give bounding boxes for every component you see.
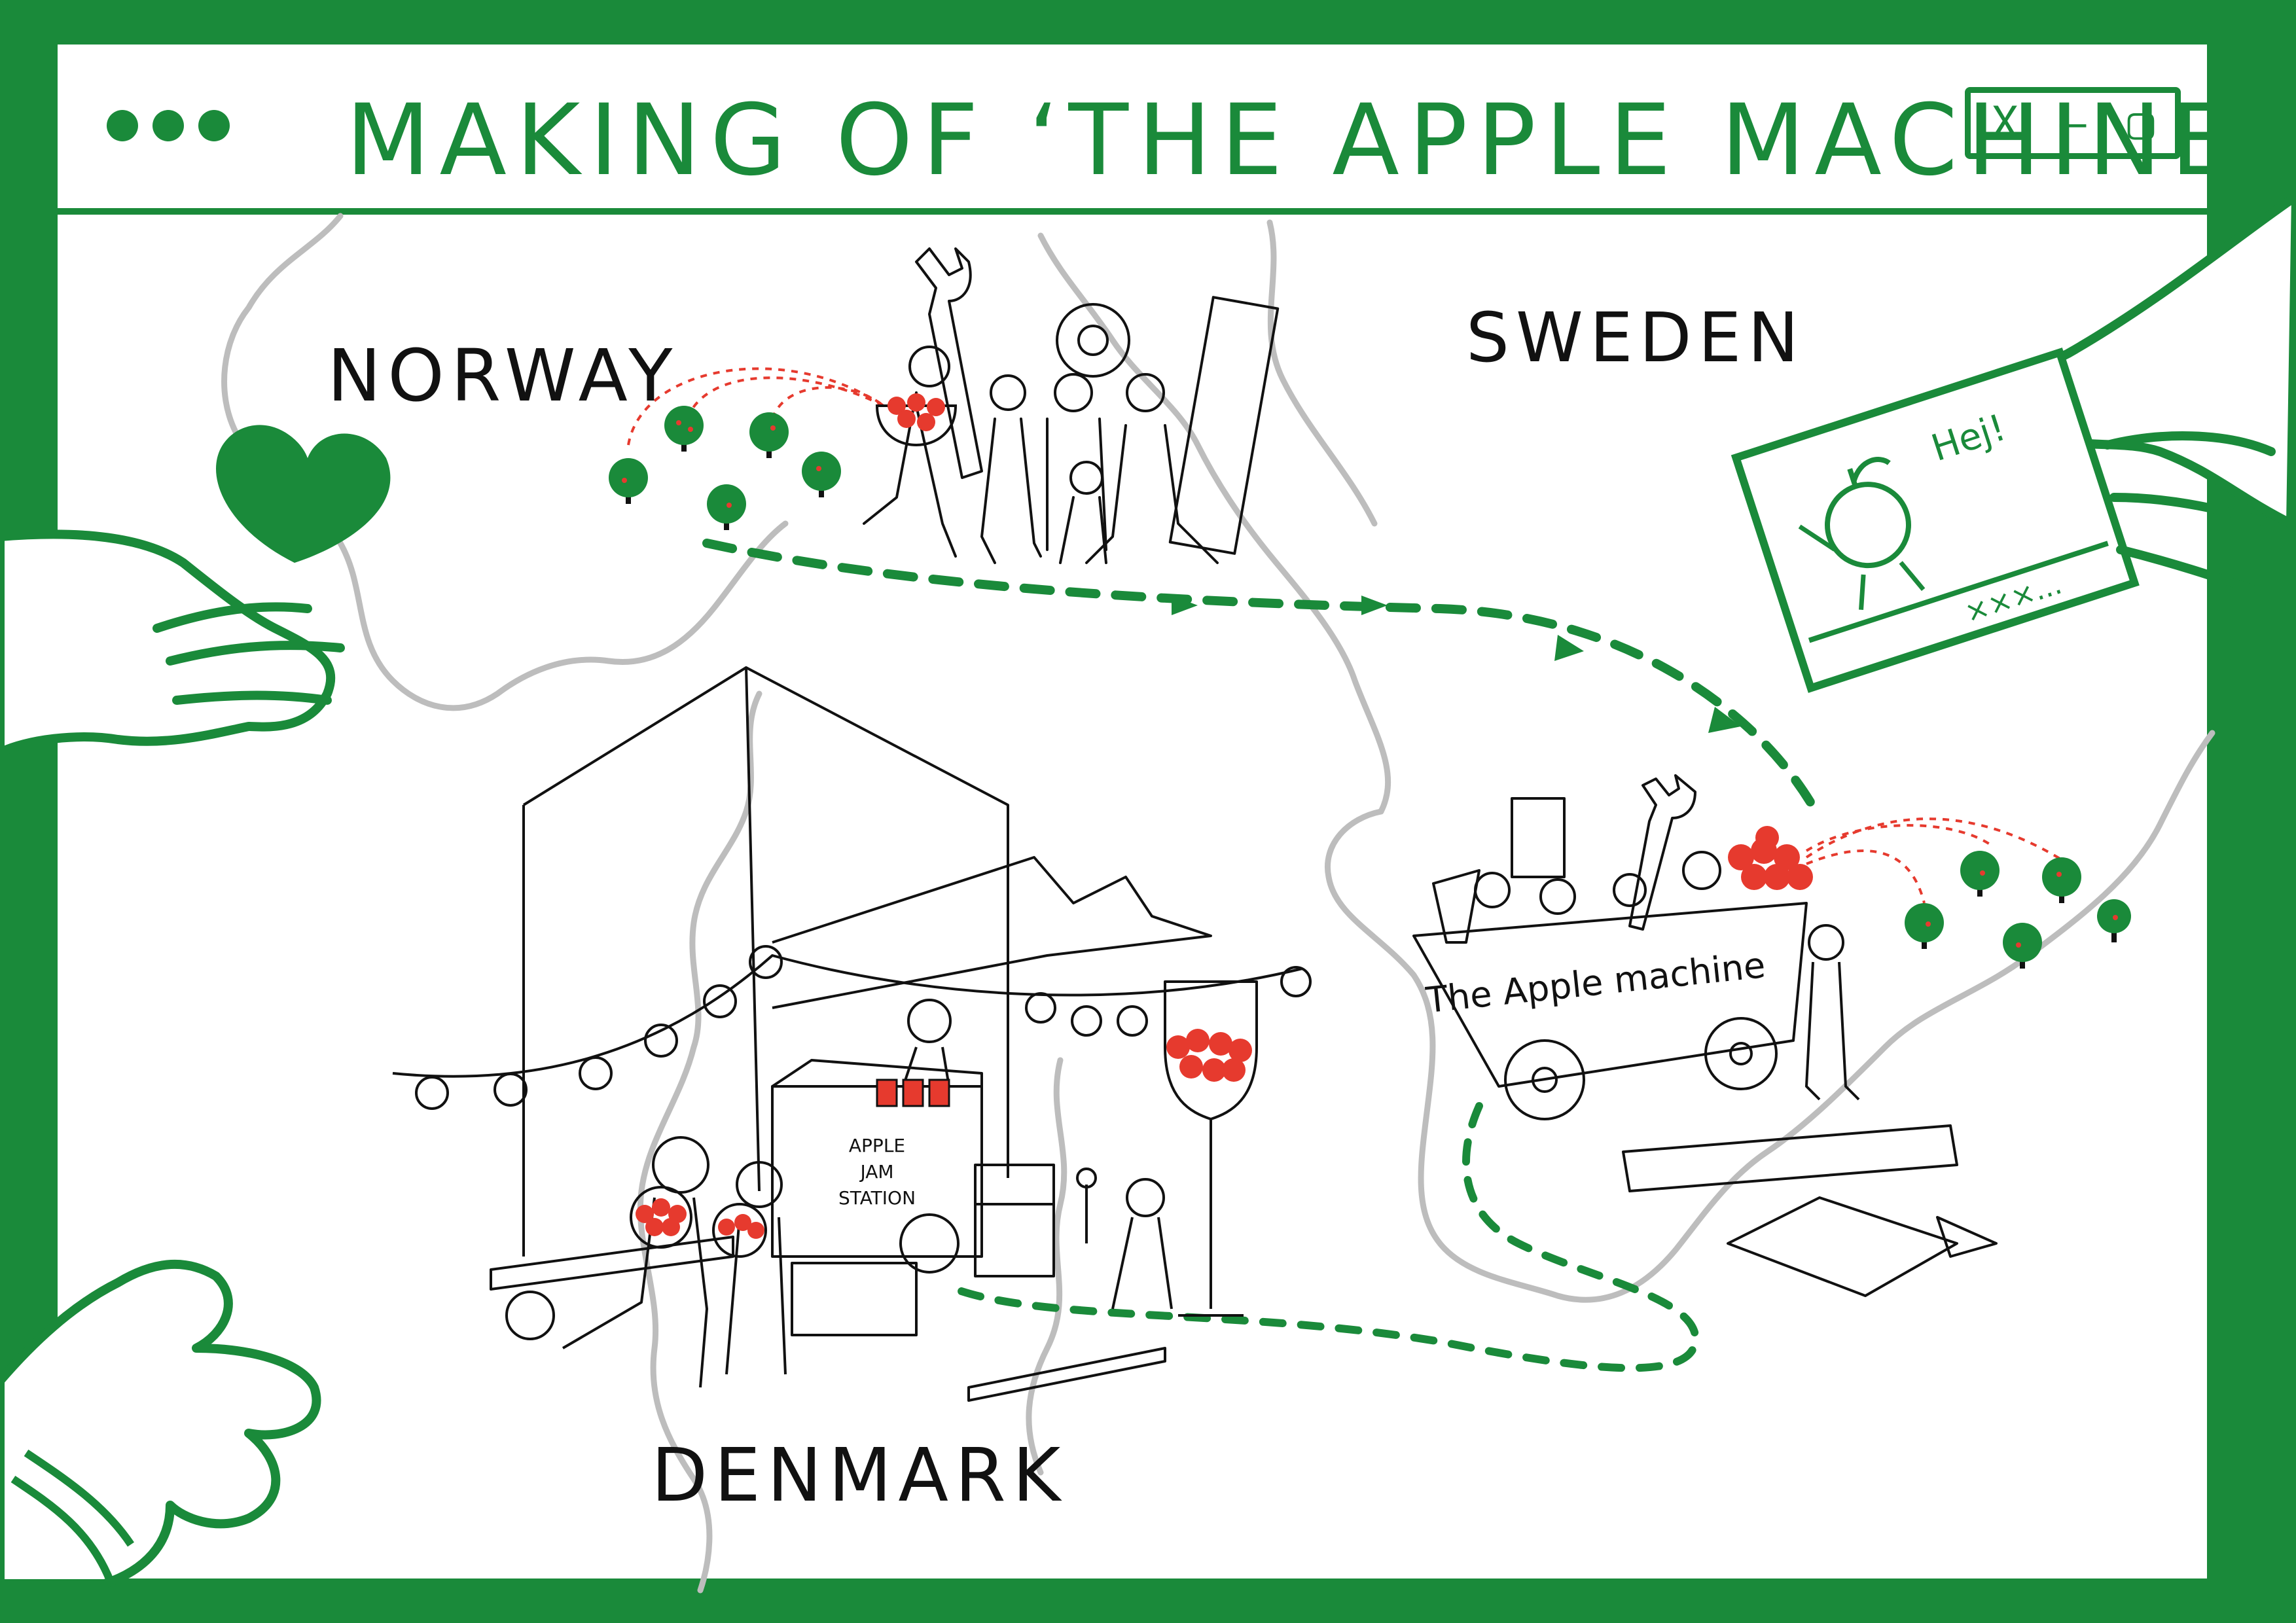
left-hand <box>0 425 391 757</box>
apple-arcs-sweden <box>1805 817 2070 904</box>
stall-sign-line: STATION <box>838 1187 916 1209</box>
tree-icon <box>707 484 746 530</box>
person-head <box>1613 873 1647 907</box>
board-flat <box>1727 1196 1958 1297</box>
journey-path-1 <box>702 539 1824 823</box>
person-head <box>908 346 950 387</box>
crate <box>974 1164 1055 1205</box>
arrow-icon <box>1361 596 1388 615</box>
right-hand-postcard: Hej! ×××... <box>1731 192 2296 693</box>
close-button[interactable]: X <box>1991 97 2018 149</box>
tree-icon <box>2042 857 2081 903</box>
finland-border <box>1266 219 1378 527</box>
arrow-icon <box>1708 707 1741 733</box>
apple-arcs-norway <box>627 367 885 446</box>
person-head <box>1126 1178 1165 1217</box>
person-head <box>1682 851 1721 890</box>
country-label-norway: NORWAY <box>327 334 679 418</box>
person-head <box>1474 872 1511 908</box>
workshop-group <box>863 247 1280 564</box>
board-flat <box>967 1347 1166 1402</box>
cart-body <box>1412 902 1808 1088</box>
person-head <box>1069 461 1103 495</box>
dot-icon <box>107 110 138 141</box>
tree-icon <box>1960 851 2000 897</box>
arrow-icon <box>1554 635 1584 661</box>
path-arrows <box>1172 596 1741 733</box>
person-head <box>990 374 1026 411</box>
jam-stall <box>392 666 1312 1402</box>
tree-icon <box>802 452 841 497</box>
person-head <box>1539 878 1576 915</box>
tree-icon <box>1905 903 1944 949</box>
dot-icon <box>198 110 230 141</box>
tree-icon <box>2097 899 2131 942</box>
light-bulbs <box>415 945 1312 1110</box>
jam-dispenser <box>1164 980 1258 1120</box>
person-head <box>1126 373 1165 412</box>
maximize-button[interactable]: ▢ <box>2127 97 2155 149</box>
plank <box>1622 1124 1958 1192</box>
page-title: MAKING OF ‘THE APPLE MACHINE’ <box>346 84 2282 198</box>
denmark-east <box>1026 1057 1067 1476</box>
person-head <box>1808 924 1844 961</box>
window-dots[interactable] <box>107 110 230 141</box>
wheel <box>1504 1039 1585 1120</box>
person-head <box>652 1136 709 1194</box>
person-head <box>907 999 952 1043</box>
apple-baskets-denmark <box>630 1186 767 1258</box>
jam-dispenser-apples <box>1166 1029 1252 1082</box>
wheel <box>1704 1017 1778 1090</box>
tree-icon <box>609 458 648 504</box>
stall-sign-line: JAM <box>859 1161 893 1183</box>
cart-label: The Apple machine <box>1424 944 1767 1021</box>
apple-machine-cart <box>1412 774 1998 1297</box>
sweden-coast <box>1325 730 2215 1303</box>
denmark-coast <box>637 690 762 1594</box>
plank <box>490 1236 734 1291</box>
gear-icon <box>1056 303 1130 378</box>
norway-coast <box>221 213 789 711</box>
title-bar: MAKING OF ‘THE APPLE MACHINE’ X – ▢ <box>58 45 2273 215</box>
wheel <box>505 1291 555 1340</box>
apple-basket-norway <box>875 393 958 446</box>
wrench-icon <box>915 247 983 479</box>
tree-icon <box>664 406 704 452</box>
jam-jars <box>876 1079 950 1107</box>
minimize-button[interactable]: – <box>2059 97 2087 149</box>
ruler-triangle <box>1936 1216 1998 1258</box>
tree-icon <box>749 412 789 458</box>
wheel <box>899 1213 960 1274</box>
dot-icon <box>152 110 184 141</box>
country-label-sweden: SWEDEN <box>1466 298 1806 378</box>
trees-sweden <box>1905 851 2131 969</box>
heart-icon <box>216 425 391 563</box>
person-head <box>1054 373 1093 412</box>
journey-path-2 <box>952 1102 1700 1372</box>
tent-frame <box>522 666 1009 1257</box>
wrench-icon <box>1628 774 1696 931</box>
bottom-left-hand <box>0 1259 321 1588</box>
juicer <box>1511 797 1566 878</box>
crate <box>791 1262 918 1336</box>
person-head <box>736 1161 783 1208</box>
app-window: MAKING OF ‘THE APPLE MACHINE’ X – ▢ <box>52 39 2273 1584</box>
window-controls: X – ▢ <box>1965 87 2181 159</box>
country-borders <box>221 213 2215 1594</box>
country-label-denmark: DENMARK <box>651 1433 1067 1518</box>
norway-sweden-border <box>1037 232 1391 815</box>
apple-pile-sweden <box>1728 826 1813 890</box>
awning <box>772 856 1212 1009</box>
tree-icon <box>2003 923 2042 969</box>
stall-sign-line: APPLE <box>849 1135 905 1156</box>
arrow-icon <box>1172 596 1198 615</box>
board <box>1168 296 1280 555</box>
trees-norway <box>609 406 841 530</box>
postcard: Hej! ×××... <box>1731 348 2140 693</box>
crate <box>974 1203 1055 1277</box>
